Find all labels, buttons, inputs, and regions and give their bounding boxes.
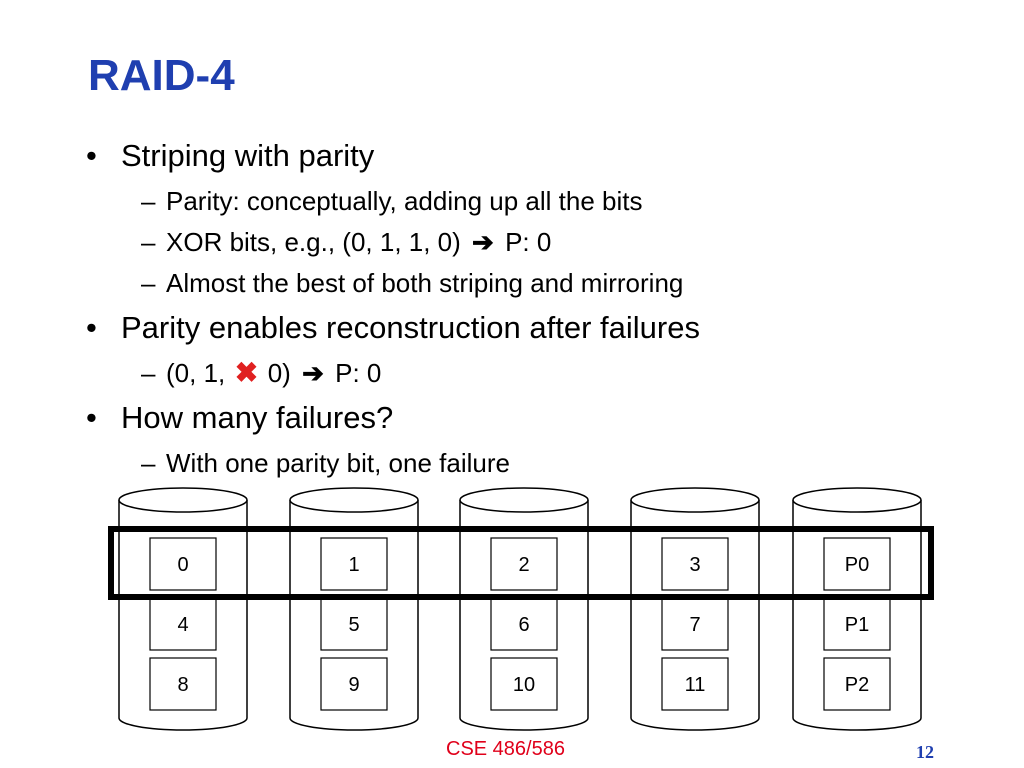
block-label: P0 xyxy=(845,554,869,576)
data-block xyxy=(661,657,729,711)
disk-top xyxy=(459,487,589,513)
block-label: 0 xyxy=(177,554,188,576)
xor-result: P: 0 xyxy=(505,227,552,257)
block-label: 4 xyxy=(177,614,188,636)
dash-marker: – xyxy=(141,358,156,388)
block-label: 7 xyxy=(689,614,700,636)
disk-top xyxy=(118,487,248,513)
recon-example-start: (0, 1, xyxy=(166,358,226,388)
bullet-text: How many failures? xyxy=(121,400,394,435)
bullet-marker: • xyxy=(86,138,97,173)
stripe-highlight-box xyxy=(108,526,934,600)
disk-0: 0 4 8 xyxy=(118,487,248,731)
arrow-right-icon: ➔ xyxy=(472,227,494,257)
disk-3: 3 7 11 xyxy=(630,487,760,731)
data-block xyxy=(149,657,217,711)
block-label: 5 xyxy=(348,614,359,636)
block-label: P2 xyxy=(845,674,869,696)
dash-marker: – xyxy=(141,448,156,478)
data-block xyxy=(320,657,388,711)
block-label: 8 xyxy=(177,674,188,696)
dash-marker: – xyxy=(141,186,156,216)
data-block xyxy=(320,597,388,651)
sub-bullet-text: Almost the best of both striping and mir… xyxy=(166,268,684,298)
page-number: 12 xyxy=(916,742,934,762)
recon-result: P: 0 xyxy=(335,358,382,388)
dash-marker: – xyxy=(141,268,156,298)
bullet-text: Striping with parity xyxy=(121,138,375,173)
bullet-text: Parity enables reconstruction after fail… xyxy=(121,310,700,345)
data-block xyxy=(661,597,729,651)
block-label: 3 xyxy=(689,554,700,576)
data-block xyxy=(149,597,217,651)
data-block xyxy=(320,537,388,591)
disk-top xyxy=(289,487,419,513)
data-block xyxy=(490,597,558,651)
bullet-marker: • xyxy=(86,400,97,435)
sub-bullet-text: With one parity bit, one failure xyxy=(166,448,510,478)
data-block xyxy=(149,537,217,591)
recon-example-end: 0) xyxy=(267,358,291,388)
disk-1: 1 5 9 xyxy=(289,487,419,731)
disk-top xyxy=(630,487,760,513)
disk-2: 2 6 10 xyxy=(459,487,589,731)
dash-marker: – xyxy=(141,227,156,257)
data-block xyxy=(823,657,891,711)
block-label: 1 xyxy=(348,554,359,576)
arrow-right-icon: ➔ xyxy=(302,358,324,388)
data-block xyxy=(490,657,558,711)
xor-example: XOR bits, e.g., (0, 1, 1, 0) xyxy=(166,227,461,257)
block-label: 10 xyxy=(513,674,535,696)
failure-x-icon: ✖ xyxy=(234,357,259,388)
slide-title: RAID-4 xyxy=(88,51,235,100)
sub-bullet-text: Parity: conceptually, adding up all the … xyxy=(166,186,643,216)
block-label: 11 xyxy=(685,674,706,696)
data-block xyxy=(661,537,729,591)
data-block xyxy=(490,537,558,591)
bullet-marker: • xyxy=(86,310,97,345)
data-block xyxy=(823,537,891,591)
block-label: P1 xyxy=(845,614,869,636)
footer-course: CSE 486/586 xyxy=(446,738,565,760)
block-label: 2 xyxy=(518,554,529,576)
block-label: 9 xyxy=(348,674,359,696)
block-label: 6 xyxy=(518,614,529,636)
disk-top xyxy=(792,487,922,513)
